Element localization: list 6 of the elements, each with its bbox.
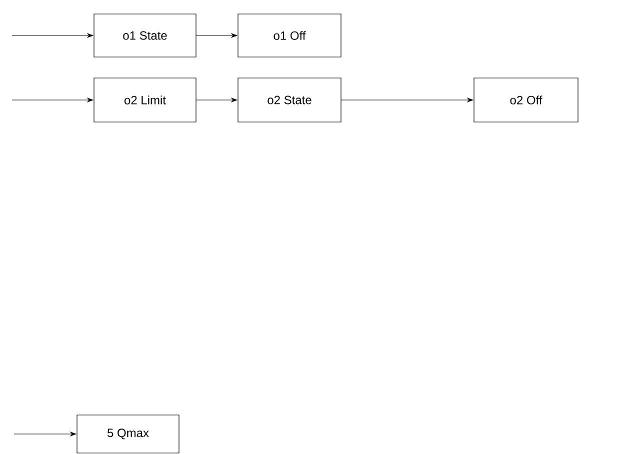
process-box: o1 State [94, 14, 196, 58]
process-box: o2 State [238, 78, 342, 122]
process-box: 5 Qmax [76, 414, 180, 454]
process-box: o2 Limit [94, 78, 196, 122]
process-box: o1 Off [238, 14, 342, 58]
process-box: o2 Off [474, 78, 578, 122]
